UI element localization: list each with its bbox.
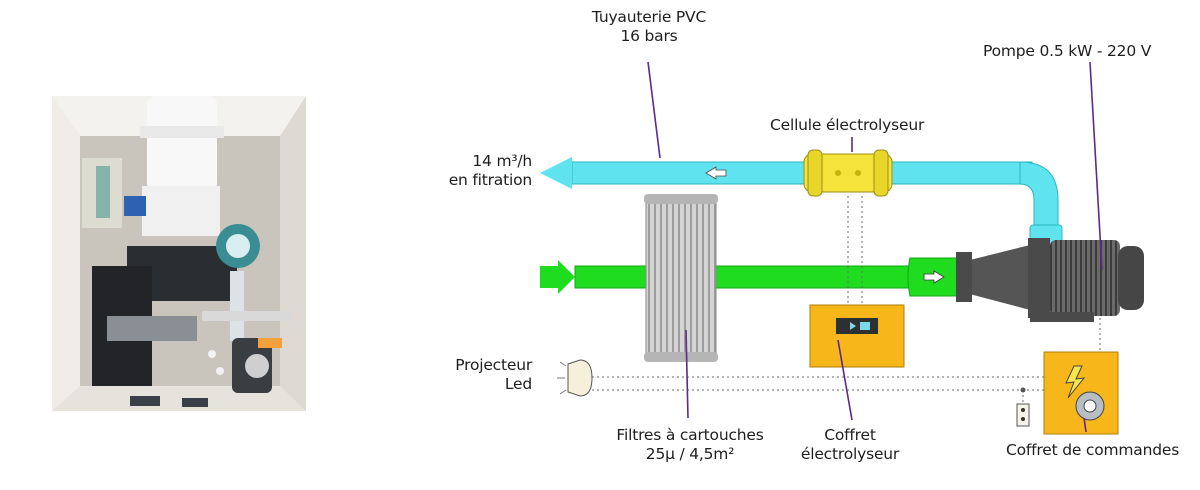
wiring <box>592 196 1101 404</box>
control-box <box>1043 351 1119 435</box>
led-projector-label: Projecteur Led <box>455 356 532 393</box>
wall-switch <box>1016 403 1030 427</box>
filter-label: Filtres à cartouches 25µ / 4,5m² <box>616 426 764 463</box>
filtration-block-photo <box>52 96 306 411</box>
flow-rate-label: 14 m³/h en fitration <box>448 152 532 189</box>
inflow-arrow-icon <box>540 260 575 294</box>
outflow-arrow-icon <box>540 157 572 189</box>
pump-motor <box>956 238 1144 322</box>
pump-label: Pompe 0.5 kW - 220 V <box>983 42 1152 60</box>
electrolyser-box <box>809 304 905 368</box>
flow-direction-arrow-icon <box>923 270 945 284</box>
flow-direction-arrow-icon <box>705 166 727 180</box>
led-projector <box>557 359 593 397</box>
cartridge-filter <box>644 194 718 362</box>
electrolysis-cell <box>803 149 893 197</box>
junction-dot <box>1020 387 1026 393</box>
suction-pipe <box>540 257 967 297</box>
cell-label: Cellule électrolyseur <box>770 116 925 134</box>
return-pipe <box>540 157 1063 254</box>
pipe-label: Tuyauterie PVC 16 bars <box>591 8 707 45</box>
electrolyser-box-label: Coffret électrolyseur <box>800 426 900 463</box>
leader-lines <box>647 61 1103 433</box>
control-box-label: Coffret de commandes <box>1006 441 1180 459</box>
